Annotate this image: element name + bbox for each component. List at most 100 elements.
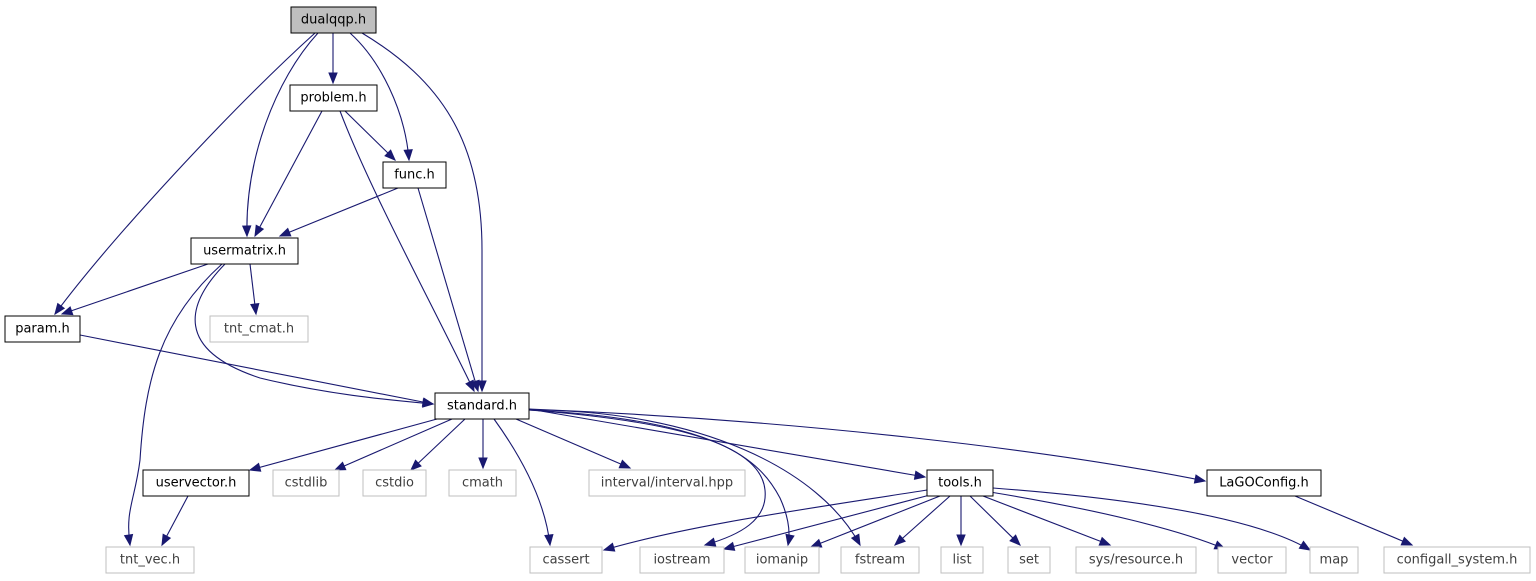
edge-arrowhead bbox=[278, 227, 292, 237]
node-label: tools.h bbox=[938, 476, 982, 491]
edge-line bbox=[493, 418, 551, 546]
edge-arrowhead bbox=[478, 457, 488, 470]
node-standard[interactable]: standard.h bbox=[434, 392, 530, 420]
node-box bbox=[448, 469, 517, 497]
edge-arrowhead bbox=[1193, 474, 1207, 484]
edge-standard-to-tools bbox=[528, 408, 927, 480]
edge-arrowhead bbox=[1009, 534, 1021, 546]
node-uservector[interactable]: uservector.h bbox=[142, 469, 250, 497]
edge-line bbox=[246, 32, 319, 237]
edge-standard-to-cmath bbox=[478, 419, 488, 470]
node-tnt_vec: tnt_vec.h bbox=[105, 546, 195, 574]
edge-dualqqp-to-usermatrix bbox=[241, 32, 319, 238]
node-label: usermatrix.h bbox=[203, 244, 286, 259]
edge-line bbox=[992, 487, 1311, 551]
edge-line bbox=[54, 32, 316, 315]
edge-arrowhead bbox=[785, 533, 795, 547]
edge-usermatrix-to-tnt_cmat bbox=[249, 263, 260, 316]
edge-arrowhead bbox=[477, 380, 487, 393]
edge-param-to-standard bbox=[79, 334, 435, 407]
node-label: standard.h bbox=[447, 399, 517, 414]
node-dualqqp[interactable]: dualqqp.h bbox=[290, 6, 377, 34]
node-box bbox=[1007, 546, 1051, 574]
edge-line bbox=[515, 418, 631, 469]
node-label: dualqqp.h bbox=[301, 13, 366, 28]
edge-arrowhead bbox=[241, 225, 252, 238]
edge-arrowhead bbox=[544, 534, 554, 547]
edge-problem-to-func bbox=[344, 110, 396, 161]
node-label: cassert bbox=[542, 553, 589, 568]
edge-arrowhead bbox=[384, 149, 396, 161]
edge-line bbox=[417, 187, 479, 392]
edge-arrowhead bbox=[421, 397, 435, 407]
node-label: map bbox=[1320, 553, 1349, 568]
node-label: sys/resource.h bbox=[1089, 553, 1183, 568]
node-tools[interactable]: tools.h bbox=[926, 469, 994, 497]
edge-standard-to-fstream bbox=[528, 409, 861, 547]
node-label: interval/interval.hpp bbox=[601, 476, 733, 491]
edge-func-to-usermatrix bbox=[278, 187, 399, 237]
node-set: set bbox=[1007, 546, 1051, 574]
edge-line bbox=[528, 409, 790, 546]
node-iomanip: iomanip bbox=[744, 546, 820, 574]
edge-standard-to-interval bbox=[515, 418, 632, 469]
node-fstream: fstream bbox=[840, 546, 920, 574]
edge-standard-to-cassert bbox=[493, 418, 554, 547]
edge-arrowhead bbox=[913, 470, 927, 480]
node-sysresource: sys/resource.h bbox=[1075, 546, 1197, 574]
edge-line bbox=[279, 187, 399, 237]
edge-line bbox=[339, 110, 475, 392]
node-box bbox=[382, 161, 447, 189]
edge-tools-to-fstream bbox=[893, 495, 951, 546]
node-box bbox=[289, 84, 378, 112]
node-label: LaGOConfig.h bbox=[1219, 476, 1309, 491]
edge-arrowhead bbox=[333, 461, 347, 471]
node-box bbox=[940, 546, 984, 574]
node-box bbox=[1075, 546, 1197, 574]
node-label: fstream bbox=[855, 553, 905, 568]
edge-line bbox=[361, 32, 483, 391]
edge-tools-to-sysresource bbox=[982, 495, 1112, 546]
edge-standard-to-cstdio bbox=[410, 418, 466, 471]
edge-arrowhead bbox=[703, 537, 717, 547]
node-box bbox=[4, 315, 81, 343]
node-usermatrix[interactable]: usermatrix.h bbox=[190, 237, 299, 265]
node-box bbox=[588, 469, 746, 497]
node-vector: vector bbox=[1217, 546, 1287, 574]
node-lagoconfig[interactable]: LaGOConfig.h bbox=[1206, 469, 1322, 497]
edge-dualqqp-to-standard bbox=[361, 32, 487, 393]
edge-standard-to-cstdlib bbox=[333, 418, 453, 471]
edge-standard-to-lagoconfig bbox=[528, 408, 1207, 484]
edge-tools-to-list bbox=[956, 496, 966, 547]
edge-arrowhead bbox=[60, 306, 74, 316]
node-box bbox=[744, 546, 820, 574]
node-cmath: cmath bbox=[448, 469, 517, 497]
node-label: cstdlib bbox=[285, 476, 328, 491]
node-box bbox=[272, 469, 340, 497]
edge-dualqqp-to-problem bbox=[328, 33, 338, 85]
edge-dualqqp-to-func bbox=[349, 32, 413, 162]
edge-arrowhead bbox=[328, 72, 338, 85]
edge-uservector-to-tnt_vec bbox=[161, 495, 189, 547]
graph-edges bbox=[54, 32, 1414, 552]
edge-arrowhead bbox=[403, 149, 413, 162]
node-map: map bbox=[1309, 546, 1359, 574]
edge-line bbox=[528, 408, 1206, 482]
edge-arrowhead bbox=[1298, 540, 1312, 551]
edge-line bbox=[528, 409, 861, 546]
edge-arrowhead bbox=[602, 542, 616, 552]
edge-line bbox=[344, 110, 396, 161]
edge-arrowhead bbox=[1098, 536, 1112, 546]
node-label: cstdio bbox=[375, 476, 414, 491]
edge-line bbox=[989, 491, 1226, 550]
edge-line bbox=[194, 263, 434, 405]
edge-tools-to-cassert bbox=[602, 489, 928, 552]
node-box bbox=[926, 469, 994, 497]
node-func[interactable]: func.h bbox=[382, 161, 447, 189]
edge-arrowhead bbox=[893, 534, 906, 546]
edge-line bbox=[1294, 495, 1413, 546]
edge-dualqqp-to-param bbox=[54, 32, 316, 316]
node-problem[interactable]: problem.h bbox=[289, 84, 378, 112]
node-param[interactable]: param.h bbox=[4, 315, 81, 343]
edge-line bbox=[249, 418, 438, 471]
